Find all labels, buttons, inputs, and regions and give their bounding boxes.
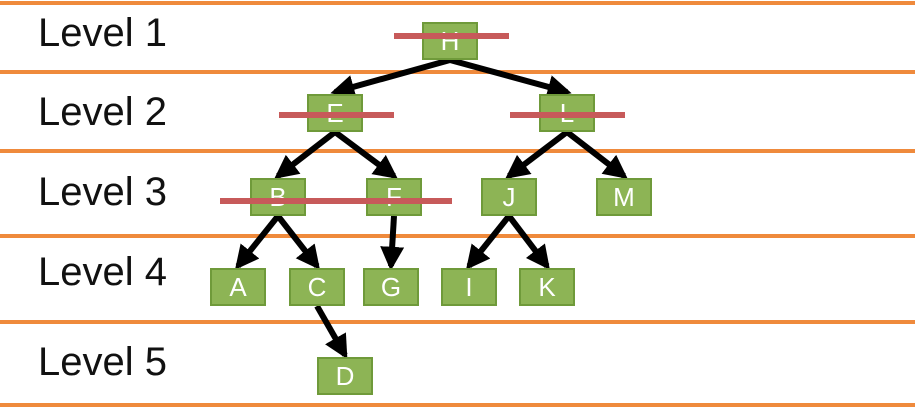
tree-edges [235, 57, 628, 360]
tree-node-g: G [363, 268, 419, 306]
edge-e-f [333, 129, 398, 179]
edge-e-b [274, 129, 337, 179]
edge-h-l [449, 57, 572, 99]
edge-j-k [506, 214, 550, 270]
edge-f-g [380, 215, 405, 271]
edge-h-e [330, 57, 451, 99]
edge-l-m [565, 129, 628, 179]
level-1-label: Level 1 [38, 11, 167, 55]
edge-c-d [314, 304, 348, 360]
tree-node-a: A [210, 268, 266, 306]
edge-l-j [505, 129, 569, 179]
tree-node-h: H [422, 22, 478, 60]
tree-node-m: M [596, 178, 652, 216]
tree-node-d: D [317, 357, 373, 395]
tree-node-i: I [441, 268, 497, 306]
tree-node-e: E [307, 94, 363, 132]
level-4-label: Level 4 [38, 250, 167, 294]
tree-node-l: L [539, 94, 595, 132]
level-5-label: Level 5 [38, 340, 167, 384]
tree-node-b: B [250, 178, 306, 216]
tree-node-c: C [289, 268, 345, 306]
level-2-label: Level 2 [38, 90, 167, 134]
edge-b-a [235, 214, 281, 270]
edge-b-c [275, 214, 320, 270]
tree-node-j: J [481, 178, 537, 216]
level-3-label: Level 3 [38, 170, 167, 214]
edge-j-i [466, 214, 512, 270]
tree-node-f: F [366, 178, 422, 216]
tree-node-k: K [519, 268, 575, 306]
